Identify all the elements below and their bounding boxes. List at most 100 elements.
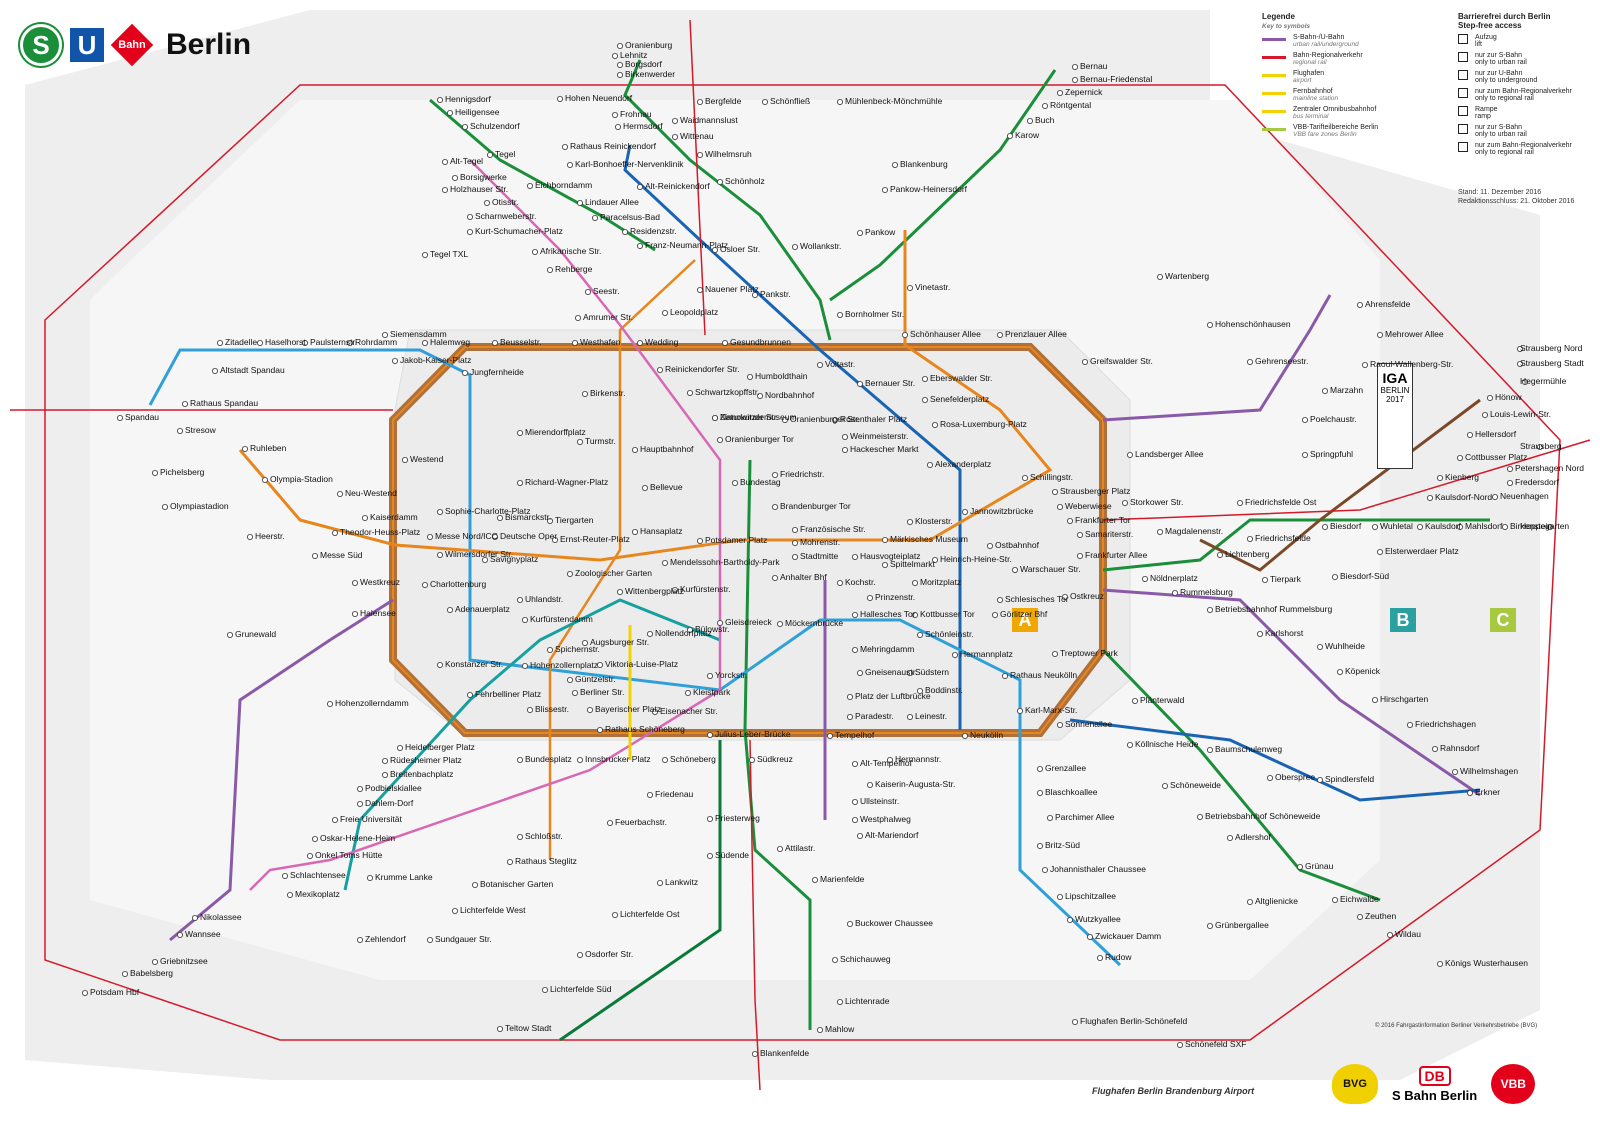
station-label[interactable]: Potsdamer Platz [705, 535, 768, 545]
station-label[interactable]: Sundgauer Str. [435, 934, 492, 944]
station-label[interactable]: Nordbahnhof [765, 390, 815, 400]
station-label[interactable]: Griebnitzsee [160, 956, 208, 966]
station-label[interactable]: Lipschitzallee [1065, 891, 1117, 901]
station-label[interactable]: Mahlow [825, 1024, 855, 1034]
station-label[interactable]: Kleistpark [693, 687, 731, 697]
station-label[interactable]: Biesdorf-Süd [1340, 571, 1390, 581]
station-label[interactable]: Halensee [360, 608, 396, 618]
station-label[interactable]: Röntgental [1050, 100, 1092, 110]
station-label[interactable]: Pankstr. [760, 289, 791, 299]
station-label[interactable]: Adenauerplatz [455, 604, 510, 614]
station-label[interactable]: Wittenbergplatz [625, 586, 685, 596]
station-label[interactable]: Lindauer Allee [585, 197, 639, 207]
station-label[interactable]: Samariterstr. [1085, 529, 1134, 539]
station-label[interactable]: Köpenick [1345, 666, 1380, 676]
station-label[interactable]: Osdorfer Str. [585, 949, 634, 959]
station-label[interactable]: Kochstr. [845, 577, 876, 587]
station-label[interactable]: Mendelssohn-Bartholdy-Park [670, 557, 780, 567]
station-label[interactable]: Ullsteinstr. [860, 796, 900, 806]
station-label[interactable]: Hegermühle [1520, 376, 1567, 386]
station-label[interactable]: Bülowstr. [695, 624, 730, 634]
station-label[interactable]: Springpfuhl [1310, 449, 1354, 459]
station-label[interactable]: Pichelsberg [160, 467, 205, 477]
station-label[interactable]: Spindlersfeld [1325, 774, 1375, 784]
station-label[interactable]: Hauptbahnhof [640, 444, 694, 454]
station-label[interactable]: Kaulsdorf [1425, 521, 1461, 531]
station-label[interactable]: Tierpark [1270, 574, 1301, 584]
station-label[interactable]: Zehlendorf [365, 934, 406, 944]
station-label[interactable]: Prenzlauer Allee [1005, 329, 1067, 339]
station-label[interactable]: Naturkundemuseum [720, 412, 797, 422]
station-label[interactable]: Karl-Marx-Str. [1025, 705, 1078, 715]
station-label[interactable]: Olympia-Stadion [270, 474, 333, 484]
station-label[interactable]: Zoologischer Garten [575, 568, 653, 578]
station-label[interactable]: Botanischer Garten [480, 879, 554, 889]
station-label[interactable]: Otisstr. [492, 197, 519, 207]
station-label[interactable]: Oranienburger Tor [725, 434, 794, 444]
station-label[interactable]: Rathaus Spandau [190, 398, 259, 408]
station-label[interactable]: Wildau [1395, 929, 1421, 939]
station-label[interactable]: Nöldnerplatz [1150, 573, 1198, 583]
station-label[interactable]: Wilhelmshagen [1460, 766, 1519, 776]
station-label[interactable]: Jungfernheide [470, 367, 524, 377]
station-label[interactable]: Cottbusser Platz [1465, 452, 1528, 462]
station-label[interactable]: Biesdorf [1330, 521, 1362, 531]
station-label[interactable]: Lichtenberg [1225, 549, 1270, 559]
station-label[interactable]: Landsberger Allee [1135, 449, 1204, 459]
station-label[interactable]: Erkner [1475, 787, 1501, 797]
station-label[interactable]: Breitenbachplatz [390, 769, 454, 779]
station-label[interactable]: Blankenburg [900, 159, 948, 169]
station-label[interactable]: Buckower Chaussee [855, 918, 933, 928]
station-label[interactable]: Borsigwerke [460, 172, 507, 182]
station-label[interactable]: Rohrdamm [355, 337, 398, 347]
station-label[interactable]: Holzhauser Str. [450, 184, 509, 194]
station-label[interactable]: Paracelsus-Bad [600, 212, 661, 222]
station-label[interactable]: Hermannstr. [895, 754, 942, 764]
station-label[interactable]: Paulsternstr. [310, 337, 358, 347]
station-label[interactable]: Birkenstr. [590, 388, 626, 398]
station-label[interactable]: Sophie-Charlotte-Platz [445, 506, 531, 516]
station-label[interactable]: Schwartzkopffstr. [695, 387, 760, 397]
station-label[interactable]: Hermannplatz [960, 649, 1013, 659]
station-label[interactable]: Pankow-Heinersdorf [890, 184, 968, 194]
station-label[interactable]: Ostbahnhof [995, 540, 1039, 550]
station-label[interactable]: Baumschulenweg [1215, 744, 1283, 754]
station-label[interactable]: Rathaus Schöneberg [605, 724, 685, 734]
station-label[interactable]: Greifswalder Str. [1090, 356, 1153, 366]
station-label[interactable]: Ernst-Reuter-Platz [560, 534, 630, 544]
station-label[interactable]: Westphalweg [860, 814, 911, 824]
station-label[interactable]: Weinmeisterstr. [850, 431, 909, 441]
station-label[interactable]: Reinickendorfer Str. [665, 364, 740, 374]
station-label[interactable]: Heerstr. [255, 531, 285, 541]
station-label[interactable]: Kurfürstendamm [530, 614, 593, 624]
station-label[interactable]: Spittelmarkt [890, 559, 935, 569]
station-label[interactable]: Lichterfelde West [460, 905, 526, 915]
station-label[interactable]: Gleisdreieck [725, 617, 772, 627]
station-label[interactable]: Kaulsdorf-Nord [1435, 492, 1493, 502]
station-label[interactable]: Waidmannslust [680, 115, 738, 125]
station-label[interactable]: Wuhletal [1380, 521, 1413, 531]
station-label[interactable]: Borgsdorf [625, 59, 662, 69]
station-label[interactable]: Spichernstr. [555, 644, 600, 654]
station-label[interactable]: Turmstr. [585, 436, 616, 446]
station-label[interactable]: Eichborndamm [535, 180, 593, 190]
station-label[interactable]: Senefelderplatz [930, 394, 990, 404]
station-label[interactable]: Lehnitz [620, 50, 648, 60]
station-label[interactable]: Gesundbrunnen [730, 337, 791, 347]
station-label[interactable]: Richard-Wagner-Platz [525, 477, 609, 487]
station-label[interactable]: Spandau [125, 412, 160, 422]
station-label[interactable]: Treptower Park [1060, 648, 1118, 658]
station-label[interactable]: Sonnenallee [1065, 719, 1113, 729]
station-label[interactable]: Frohnau [620, 109, 652, 119]
station-label[interactable]: Leinestr. [915, 711, 948, 721]
station-label[interactable]: Mohrenstr. [800, 537, 841, 547]
station-label[interactable]: Wedding [645, 337, 679, 347]
station-label[interactable]: Osloer Str. [720, 244, 761, 254]
station-label[interactable]: Südkreuz [757, 754, 793, 764]
station-label[interactable]: Strausberg Stadt [1520, 358, 1584, 368]
station-label[interactable]: Alt-Reinickendorf [645, 181, 710, 191]
station-label[interactable]: Tempelhof [835, 730, 875, 740]
station-label[interactable]: Krumme Lanke [375, 872, 433, 882]
station-label[interactable]: Bellevue [650, 482, 683, 492]
station-label[interactable]: Hohenzollernplatz [530, 660, 599, 670]
